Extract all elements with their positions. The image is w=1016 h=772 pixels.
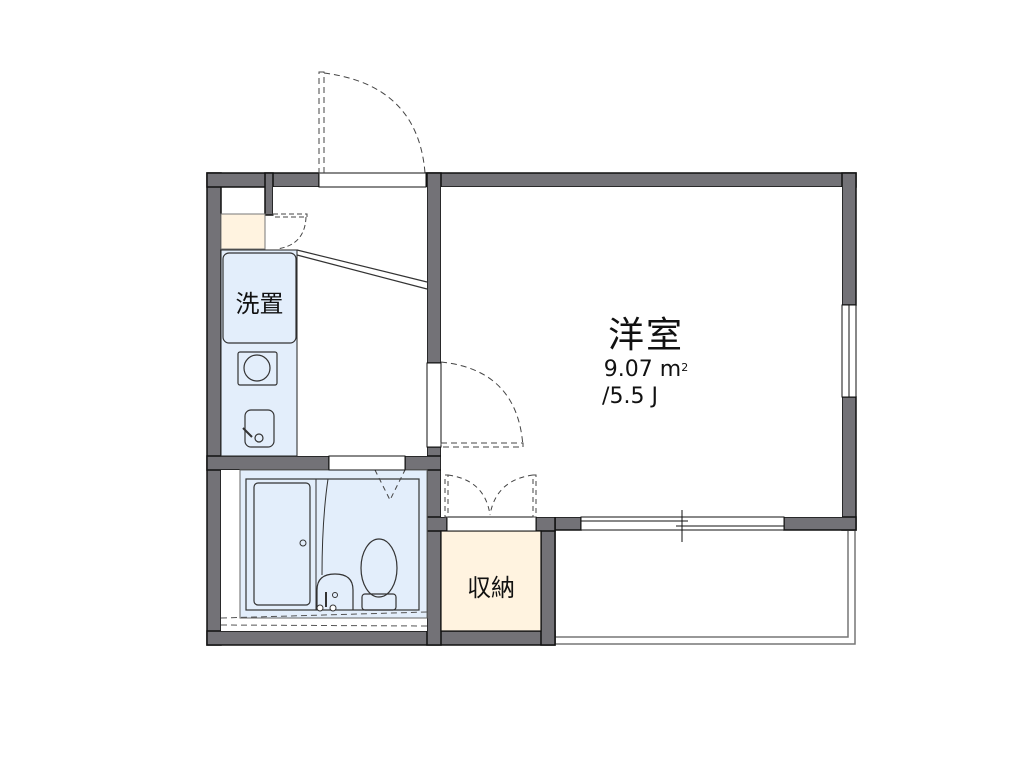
room-floor	[441, 187, 842, 517]
bathtub-icon	[253, 482, 311, 606]
closet-double-door[interactable]	[444, 474, 537, 518]
room-label-western: 洋室	[607, 315, 684, 356]
storage-room[interactable]	[440, 530, 542, 632]
washroom-box[interactable]	[222, 252, 297, 344]
hallway-floor	[273, 187, 427, 456]
room-door[interactable]	[440, 361, 524, 448]
stove-icon	[237, 351, 278, 386]
toilet-icon	[360, 538, 398, 598]
sliding-window-south[interactable]	[580, 510, 785, 542]
counter-edge	[296, 249, 428, 290]
washroom-door[interactable]	[272, 213, 308, 250]
entrance-door[interactable]	[318, 71, 426, 174]
area-unit: m	[659, 357, 682, 382]
area-value: 9.07	[603, 357, 653, 382]
wash-basin-icon	[316, 573, 354, 610]
room-area-label: 9.07 m2	[588, 358, 704, 382]
sink-icon	[244, 409, 275, 448]
walls	[206, 172, 857, 646]
shoe-box	[220, 213, 266, 250]
room-label-storage: 収納	[467, 574, 515, 602]
area-sup: 2	[681, 361, 689, 374]
entrance-opening	[318, 172, 427, 188]
bathroom-unit[interactable]	[239, 469, 428, 619]
room-label-washroom: 洗置	[235, 290, 284, 318]
balcony	[554, 531, 856, 645]
bathroom-door[interactable]	[374, 469, 406, 502]
room-tatami-label: /5.5 J	[602, 384, 658, 409]
window-east	[841, 304, 857, 398]
